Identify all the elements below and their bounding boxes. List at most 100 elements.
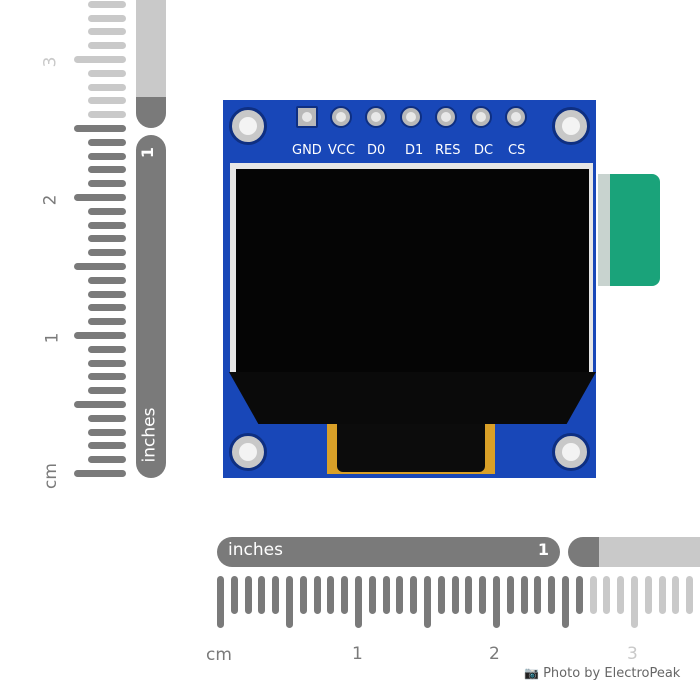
cm-tick bbox=[74, 470, 126, 477]
cm-tick bbox=[548, 576, 556, 614]
cm-tick bbox=[313, 576, 321, 614]
cm-tick bbox=[88, 456, 126, 464]
cm-tick bbox=[88, 318, 126, 326]
pin-vcc bbox=[330, 106, 352, 128]
mounting-hole-bottom-left bbox=[229, 433, 267, 471]
cm-tick bbox=[617, 576, 625, 614]
cm-tick bbox=[88, 235, 126, 243]
pin-label-dc: DC bbox=[474, 143, 494, 158]
pin-label-d1: D1 bbox=[405, 143, 424, 158]
horizontal-inch-bar-label: inches bbox=[228, 540, 283, 560]
pin-label-res: RES bbox=[435, 143, 461, 158]
pin-res bbox=[435, 106, 457, 128]
cm-tick bbox=[493, 576, 500, 628]
pin-dc bbox=[470, 106, 492, 128]
horizontal-inch-bar: inches 1 bbox=[217, 537, 560, 567]
cm-tick bbox=[88, 359, 126, 367]
cm-tick bbox=[244, 576, 252, 614]
pin-label-vcc: VCC bbox=[328, 143, 356, 158]
cm-tick bbox=[272, 576, 280, 614]
vertical-inch-bar-label: inches bbox=[139, 407, 160, 463]
cm-tick bbox=[88, 138, 126, 146]
cm-tick bbox=[368, 576, 376, 614]
cm-tick bbox=[88, 0, 126, 8]
cm-tick bbox=[88, 69, 126, 77]
horizontal-cm-label-1: 1 bbox=[352, 644, 363, 664]
cm-tick bbox=[672, 576, 680, 614]
vertical-cm-label-3: 3 bbox=[40, 56, 61, 68]
cm-tick bbox=[88, 14, 126, 22]
cm-tick bbox=[631, 576, 638, 628]
cm-tick bbox=[603, 576, 611, 614]
pin-label-gnd: GND bbox=[292, 143, 322, 158]
cm-tick bbox=[286, 576, 293, 628]
cm-tick bbox=[88, 221, 126, 229]
pin-cs bbox=[505, 106, 527, 128]
cm-tick bbox=[327, 576, 335, 614]
cm-tick bbox=[451, 576, 459, 614]
cm-tick bbox=[437, 576, 445, 614]
horizontal-cm-label-2: 2 bbox=[489, 644, 500, 664]
cm-tick bbox=[575, 576, 583, 614]
mounting-hole-top-right bbox=[552, 107, 590, 145]
cm-tick bbox=[88, 290, 126, 298]
ribbon-connector-tab bbox=[598, 174, 660, 286]
cm-tick bbox=[88, 304, 126, 312]
cm-tick bbox=[534, 576, 542, 614]
cm-tick bbox=[424, 576, 431, 628]
cm-tick bbox=[88, 414, 126, 422]
cm-tick bbox=[88, 442, 126, 450]
mounting-hole-bottom-right bbox=[552, 433, 590, 471]
cm-tick bbox=[88, 207, 126, 215]
pcb-board bbox=[223, 100, 596, 478]
cm-tick bbox=[396, 576, 404, 614]
cm-tick bbox=[88, 28, 126, 36]
cm-tick bbox=[382, 576, 390, 614]
cm-tick bbox=[88, 180, 126, 188]
cm-tick bbox=[88, 42, 126, 50]
flex-cable bbox=[327, 424, 495, 474]
cm-tick bbox=[258, 576, 266, 614]
camera-icon: 📷 bbox=[524, 666, 539, 680]
vertical-cm-label-1: 1 bbox=[42, 332, 63, 344]
cm-tick bbox=[88, 373, 126, 381]
cm-tick bbox=[74, 401, 126, 408]
mounting-hole-top-left bbox=[229, 107, 267, 145]
horizontal-inch-bar-light bbox=[599, 537, 700, 567]
horizontal-cm-label-3: 3 bbox=[627, 644, 638, 664]
vertical-ruler: cm 1 2 3 1 inches bbox=[0, 0, 180, 500]
horizontal-ruler: inches 1 cm 1 2 3 📷 Photo by ElectroPeak bbox=[0, 530, 700, 700]
oled-screen bbox=[236, 169, 589, 374]
cm-tick bbox=[88, 387, 126, 395]
photo-credit-text: Photo by ElectroPeak bbox=[543, 666, 681, 681]
cm-tick bbox=[589, 576, 597, 614]
cm-tick bbox=[644, 576, 652, 614]
cm-tick bbox=[88, 345, 126, 353]
pin-d0 bbox=[365, 106, 387, 128]
cm-tick bbox=[88, 83, 126, 91]
cm-tick bbox=[479, 576, 487, 614]
pin-gnd bbox=[296, 106, 318, 128]
cm-tick bbox=[506, 576, 514, 614]
cm-tick bbox=[88, 111, 126, 119]
vertical-cm-label-2: 2 bbox=[40, 194, 61, 206]
vertical-inch-marker: 1 bbox=[138, 146, 158, 159]
horizontal-cm-unit-label: cm bbox=[206, 645, 232, 665]
photo-credit: 📷 Photo by ElectroPeak bbox=[524, 666, 680, 681]
cm-tick bbox=[74, 194, 126, 201]
cm-tick bbox=[88, 152, 126, 160]
pin-label-d0: D0 bbox=[367, 143, 386, 158]
cm-tick bbox=[74, 56, 126, 63]
pin-d1 bbox=[400, 106, 422, 128]
cm-tick bbox=[230, 576, 238, 614]
screen-bottom-glass bbox=[229, 372, 596, 424]
cm-tick bbox=[562, 576, 569, 628]
cm-tick bbox=[74, 125, 126, 132]
cm-tick bbox=[686, 576, 694, 614]
cm-tick bbox=[88, 428, 126, 436]
cm-tick bbox=[88, 249, 126, 257]
cm-tick bbox=[74, 332, 126, 339]
cm-tick bbox=[465, 576, 473, 614]
vertical-inch-bar: 1 inches bbox=[136, 135, 166, 478]
vertical-cm-unit-label: cm bbox=[40, 463, 61, 489]
